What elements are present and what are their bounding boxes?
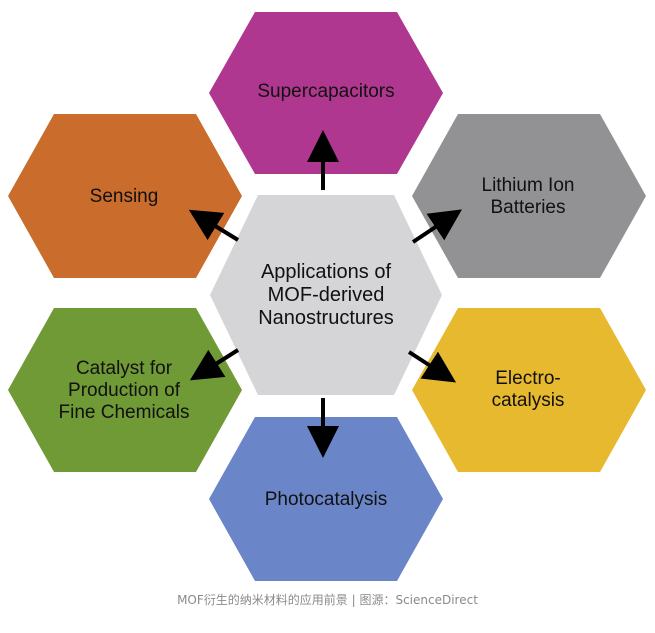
electrocatalysis-hexagon	[412, 308, 646, 472]
sensing-hexagon	[8, 114, 242, 278]
supercapacitors-label: Supercapacitors	[257, 81, 395, 102]
sensing-label: Sensing	[89, 186, 159, 207]
image-caption: MOF衍生的纳米材料的应用前景 | 图源：ScienceDirect	[177, 593, 478, 607]
lithium-ion-batteries-label: Lithium Ion Batteries	[481, 175, 575, 218]
electrocatalysis-label: Electro- catalysis	[491, 368, 565, 411]
photocatalysis-hexagon	[209, 417, 443, 581]
arrow-to-catalyst-fine-chemicals	[189, 348, 240, 381]
catalyst-fine-chemicals-label: Catalyst for Production of Fine Chemical…	[58, 358, 190, 423]
arrow-to-sensing	[188, 209, 240, 242]
catalyst-fine-chemicals-hexagon	[8, 308, 242, 472]
photocatalysis-label: Photocatalysis	[264, 489, 388, 510]
arrow-to-electrocatalysis	[407, 350, 457, 383]
lithium-ion-batteries-hexagon	[412, 114, 646, 278]
arrow-to-lithium-ion-batteries	[411, 209, 462, 244]
center-label: Applications of MOF-derived Nanostructur…	[258, 260, 394, 329]
supercapacitors-hexagon	[209, 12, 443, 174]
center-hexagon	[210, 195, 442, 395]
